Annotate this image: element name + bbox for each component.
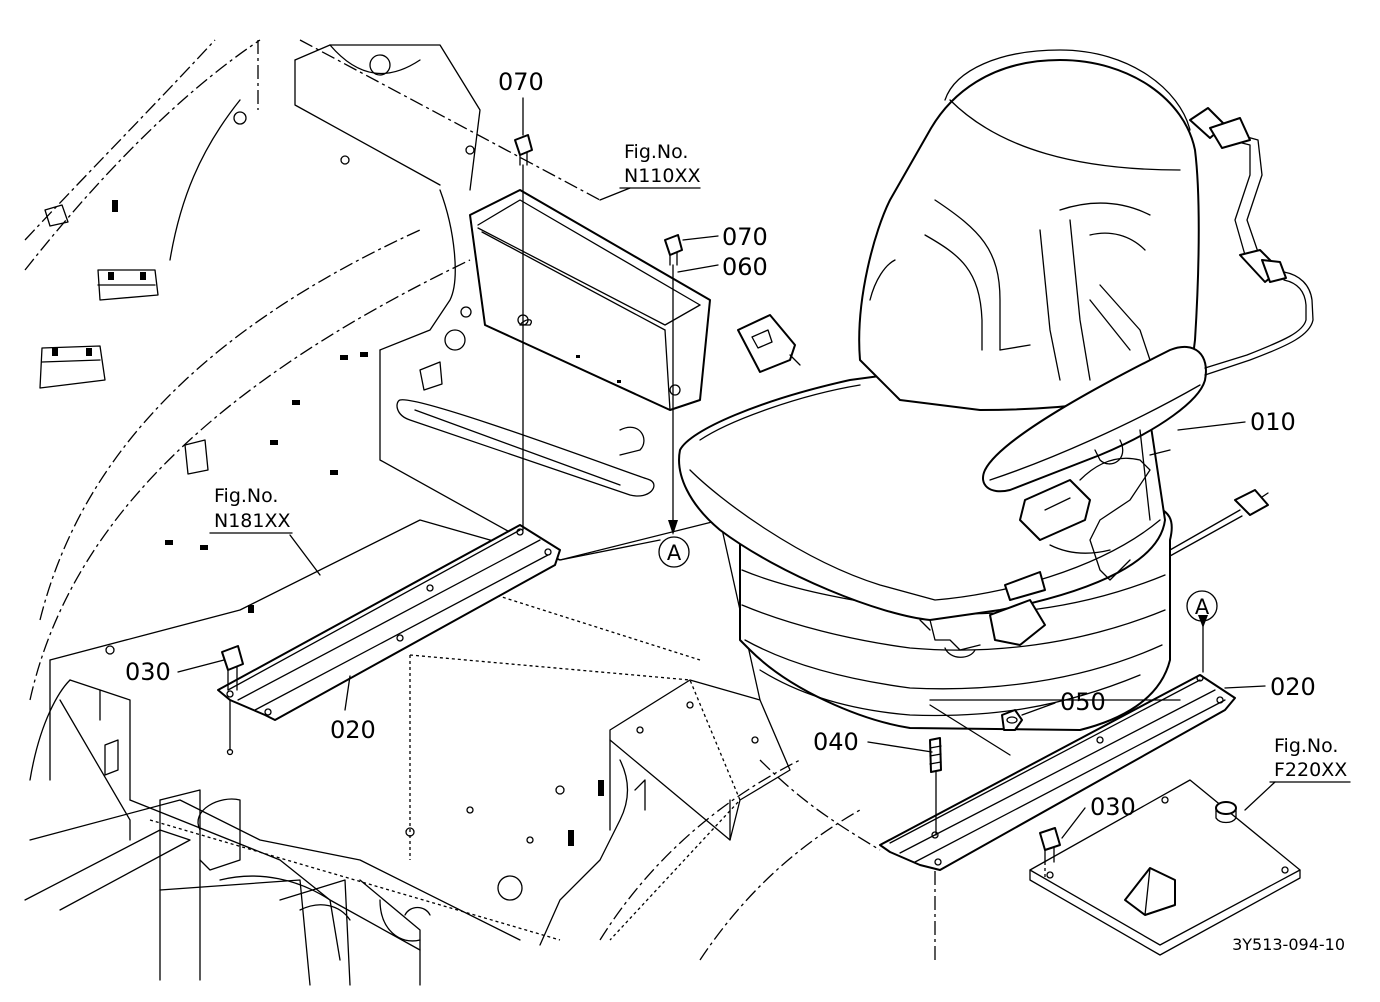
figure-ref-n181: Fig.No. N181XX xyxy=(209,485,293,534)
storage-box xyxy=(469,189,711,411)
floor-plate-f220 xyxy=(1029,779,1301,956)
part-label-020-right: 020 xyxy=(1270,673,1316,701)
svg-text:Fig.No.: Fig.No. xyxy=(214,485,278,507)
part-label-030-right: 030 xyxy=(1090,793,1136,821)
seat-rail-right xyxy=(879,674,1236,871)
view-marker-a-bottom: A xyxy=(1186,590,1218,622)
figure-ref-n110: Fig.No. N110XX xyxy=(619,141,701,189)
svg-text:A: A xyxy=(1195,595,1210,619)
part-label-040: 040 xyxy=(813,728,859,756)
part-label-020-left: 020 xyxy=(330,716,376,744)
svg-text:Fig.No.: Fig.No. xyxy=(1274,735,1338,757)
part-label-060: 060 xyxy=(722,253,768,281)
part-label-010: 010 xyxy=(1250,408,1296,436)
svg-text:N181XX: N181XX xyxy=(214,510,291,532)
part-label-050: 050 xyxy=(1060,688,1106,716)
assembly-axis-lines xyxy=(226,164,1208,880)
bolt-030-right xyxy=(1039,827,1061,863)
svg-text:Fig.No.: Fig.No. xyxy=(624,141,688,163)
svg-text:F220XX: F220XX xyxy=(1274,759,1347,781)
bolt-070-top xyxy=(514,134,533,166)
svg-text:N110XX: N110XX xyxy=(624,165,701,187)
seat-rail-left xyxy=(217,524,561,721)
stud-040 xyxy=(929,737,942,773)
leader-lines xyxy=(177,97,1276,839)
cab-floor-structure xyxy=(24,39,936,986)
operator-seat-assembly xyxy=(678,49,1314,731)
bolt-030-left xyxy=(221,645,244,691)
drawing-code: 3Y513-094-10 xyxy=(1232,935,1345,954)
view-marker-a-top: A xyxy=(658,536,690,568)
figure-ref-f220: Fig.No. F220XX xyxy=(1269,735,1351,783)
part-label-070-right: 070 xyxy=(722,223,768,251)
part-label-030-left: 030 xyxy=(125,658,171,686)
bolt-070-right xyxy=(664,234,683,266)
nut-050 xyxy=(1001,709,1023,731)
part-label-070-top: 070 xyxy=(498,68,544,96)
svg-text:A: A xyxy=(667,541,682,565)
